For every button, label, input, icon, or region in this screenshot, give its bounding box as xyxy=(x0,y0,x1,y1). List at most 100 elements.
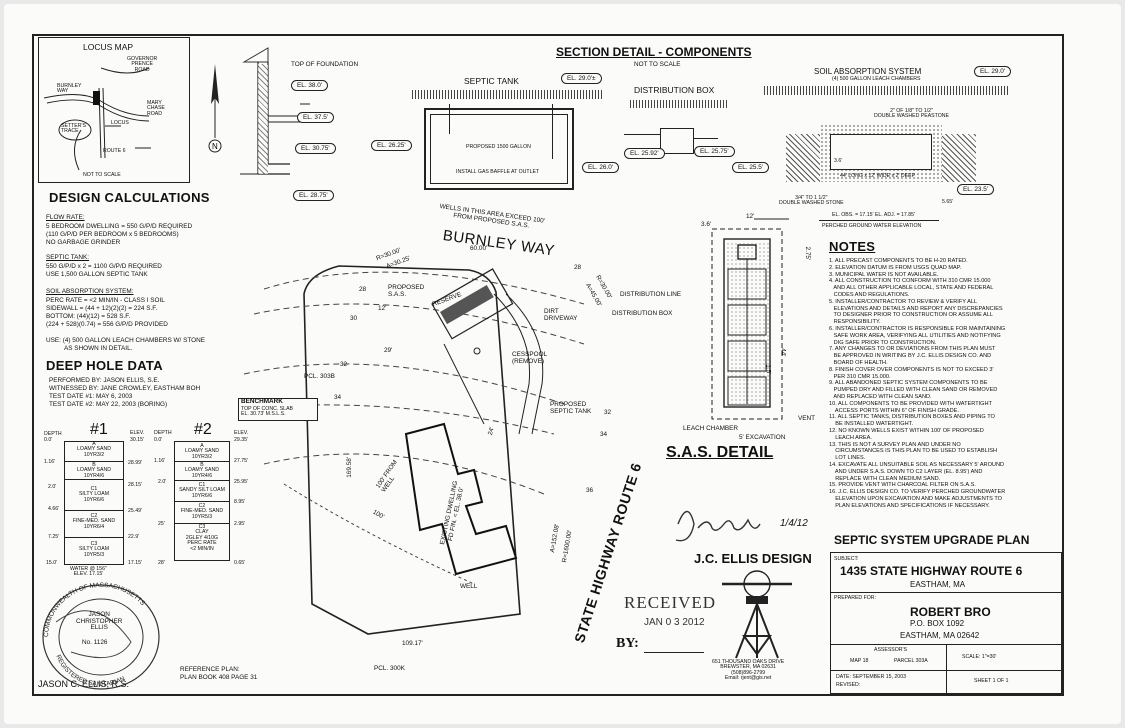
note-line: AND UNDER S.A.S. DOWN TO C2 LAYER (EL. 8… xyxy=(829,468,983,475)
reference-plan-label: REFERENCE PLAN: xyxy=(180,666,240,673)
site-label: 36 xyxy=(586,487,594,494)
dirt-driveway-label: DIRT DRIVEWAY xyxy=(544,308,578,322)
washed-stone-note: 3/4" TO 1 1/2" DOUBLE WASHED STONE xyxy=(779,195,844,207)
locus-label-burnley: BURNLEY WAY xyxy=(57,83,82,95)
subject-label: SUBJECT: xyxy=(834,556,859,562)
company-name: J.C. ELLIS DESIGN xyxy=(694,551,812,566)
sas-el-top: EL. 29.0' xyxy=(974,66,1012,77)
hole-1-layer: C3 SILTY LOAM 10YR5/3 xyxy=(78,541,110,558)
sas-dim: 12' xyxy=(746,213,755,220)
assessors-label: ASSESSOR'S xyxy=(874,647,907,653)
deep-hole-line: TEST DATE #2: MAY 22, 2003 (BORING) xyxy=(49,401,168,408)
benchmark-box xyxy=(238,398,318,421)
note-line: 14. EXCAVATE ALL UNSUITABLE SOIL AS NECE… xyxy=(829,461,1005,468)
tank-el-outlet: EL. 26.0' xyxy=(582,162,620,173)
hole-1-depth: 4.66' xyxy=(48,506,60,512)
proposed-septic-tank-label: PROPOSED SEPTIC TANK xyxy=(550,401,592,415)
cesspool-label: CESSPOOL (REMOVE) xyxy=(512,351,548,365)
site-dim: 169.58' xyxy=(346,456,354,478)
note-line: PLAN ELEVATIONS AND SPECIFICATIONS IF NE… xyxy=(829,502,990,509)
tank-baffle-text: INSTALL GAS BAFFLE AT OUTLET xyxy=(456,169,540,175)
site-label: 34 xyxy=(600,431,608,438)
septic-line: 550 G/P/D x 2 = 1100 G/P/D REQUIRED xyxy=(46,263,162,270)
note-line: 2. ELEVATION DATUM IS FROM USGS QUAD MAP… xyxy=(829,264,962,271)
foundation-el: EL. 37.5' xyxy=(297,112,335,123)
locus-label-mary-chase: MARY CHASE ROAD xyxy=(147,100,165,117)
hole-1-depth: 7.25' xyxy=(48,534,60,540)
hole-2-elev: 25.95' xyxy=(234,479,248,485)
sanitarian-stamp: COMMONWEALTH OF MASSACHUSETTS REGISTERED… xyxy=(42,582,160,690)
septic-tank-section xyxy=(424,108,574,190)
site-dim: 109.17' xyxy=(402,640,423,647)
hole-2-depth: 25' xyxy=(158,521,165,527)
hole-2-label: #2 xyxy=(194,421,212,438)
prepared-for-label: PREPARED FOR: xyxy=(834,595,876,601)
leach-chamber-label: LEACH CHAMBER xyxy=(683,425,739,432)
site-label: 34 xyxy=(334,394,342,401)
sas-dim: 1.5' xyxy=(764,364,772,375)
sas-dim: 44' xyxy=(779,348,787,357)
site-label: 30 xyxy=(350,315,358,322)
locus-map-panel: LOCUS MAP GOVERNOR PRENCE ROAD BURNLEY W… xyxy=(38,37,190,183)
hole-1-profile xyxy=(64,441,124,565)
note-line: 7. ANY CHANGES TO OR DEVIATIONS FROM THI… xyxy=(829,346,996,353)
received-by-label: BY: xyxy=(616,636,639,651)
sas-dim-5-65: 5.65' xyxy=(942,199,954,205)
sas-el-invert: EL. 25.5' xyxy=(732,162,770,173)
soil-line: SIDEWALL = (44 + 12)(2)(2) = 224 S.F. xyxy=(46,305,158,312)
soil-line: PERC RATE = <2 MIN/IN - CLASS I SOIL xyxy=(46,297,165,304)
note-line: BE APPROVED IN WRITING BY J.C. ELLIS DES… xyxy=(829,353,992,360)
section-detail-title: SECTION DETAIL - COMPONENTS xyxy=(556,45,752,59)
design-calculations-title: DESIGN CALCULATIONS xyxy=(49,190,210,205)
hole-1-label: #1 xyxy=(90,421,108,438)
deep-hole-line: PERFORMED BY: JASON ELLIS, S.E. xyxy=(49,377,160,384)
note-line: 16. J.C. ELLIS DESIGN CO. TO VERIFY PERC… xyxy=(829,489,1006,496)
locus-scale-note: NOT TO SCALE xyxy=(83,172,121,178)
parcel-label: PCL. 300K xyxy=(374,665,405,672)
foundation-el: EL. 38.0' xyxy=(291,80,329,91)
sas-dim: 3.6' xyxy=(701,221,712,228)
hole-2-layer: C2 FINE-MED. SAND 10YR5/3 xyxy=(180,503,224,520)
hole-1-depth: 2.0' xyxy=(48,484,57,490)
designer-signature xyxy=(675,510,761,542)
owner-name: ROBERT BRO xyxy=(910,605,991,619)
note-line: CODES AND REGULATIONS. xyxy=(829,291,910,298)
benchmark-text: TOP OF CONC. SLAB EL. 30.73' M.S.L.S. xyxy=(241,406,293,418)
hole-1-depth: 1.16' xyxy=(44,459,56,465)
section-not-to-scale: NOT TO SCALE xyxy=(634,61,681,68)
top-of-foundation-label: TOP OF FOUNDATION xyxy=(291,61,359,68)
plan-sheet: LOCUS MAP GOVERNOR PRENCE ROAD BURNLEY W… xyxy=(4,4,1121,724)
note-line: AND REPLACED WITH CLEAN SAND. xyxy=(829,393,932,400)
septic-line: USE 1,500 GALLON SEPTIC TANK xyxy=(46,271,148,278)
note-line: 5. INSTALLER/CONTRACTOR TO REVIEW & VERI… xyxy=(829,298,978,305)
hole-1-elev: 25.49' xyxy=(128,508,142,514)
dbox-el-outlet: EL. 25.75' xyxy=(694,146,735,157)
flow-rate-line: NO GARBAGE GRINDER xyxy=(46,239,121,246)
hole-2-layer: C1 SANDY SILT LOAM 10YR6/6 xyxy=(179,482,225,499)
locus-map-title: LOCUS MAP xyxy=(83,42,134,52)
dbox-section xyxy=(660,128,694,154)
note-line: SAFE WORK AREA, VERIFYING ALL UTILITIES … xyxy=(829,332,1001,339)
svg-text:N: N xyxy=(212,142,218,151)
dbox-label: DISTRIBUTION BOX xyxy=(634,85,715,95)
flow-rate-line: 5 BEDROOM DWELLING = 550 G/P/D REQUIRED xyxy=(46,223,193,230)
hole-1-layer: C2 FINE-MED. SAND 10YR6/4 xyxy=(72,513,116,530)
note-line: 3. MUNICIPAL WATER IS NOT AVAILABLE. xyxy=(829,271,939,278)
hole-2-depth: 1.16' xyxy=(154,458,166,464)
locus-label-locus: LOCUS xyxy=(111,120,129,126)
site-label: 32 xyxy=(340,361,348,368)
deep-hole-line: WITNESSED BY: JANE CROWLEY, EASTHAM BOH xyxy=(49,385,201,392)
site-label: 60.00' xyxy=(470,245,488,252)
hole-2-depth: 28' xyxy=(158,560,165,566)
subject-town: EASTHAM, MA xyxy=(910,580,966,589)
water-level-note: WATER @ 156" ELEV. 17.15' xyxy=(70,566,107,578)
owner-po-box: P.O. BOX 1092 xyxy=(910,619,965,628)
note-line: TO DESIGNER PRIOR TO CONSTRUCTION OR ASS… xyxy=(829,312,994,319)
note-line: BOARD OF HEALTH. xyxy=(829,359,888,366)
sas-section-sub: (4) 500 GALLON LEACH CHAMBERS xyxy=(832,76,921,82)
note-line: 13. THIS IS NOT A SURVEY PLAN AND UNDER … xyxy=(829,441,961,448)
tank-capacity-text: PROPOSED 1500 GALLON xyxy=(466,144,531,150)
flow-rate-heading: FLOW RATE: xyxy=(46,214,85,221)
note-line: 9. ALL ABANDONED SEPTIC SYSTEM COMPONENT… xyxy=(829,380,988,387)
use-line: USE: (4) 500 GALLON LEACH CHAMBERS W/ ST… xyxy=(46,337,205,344)
